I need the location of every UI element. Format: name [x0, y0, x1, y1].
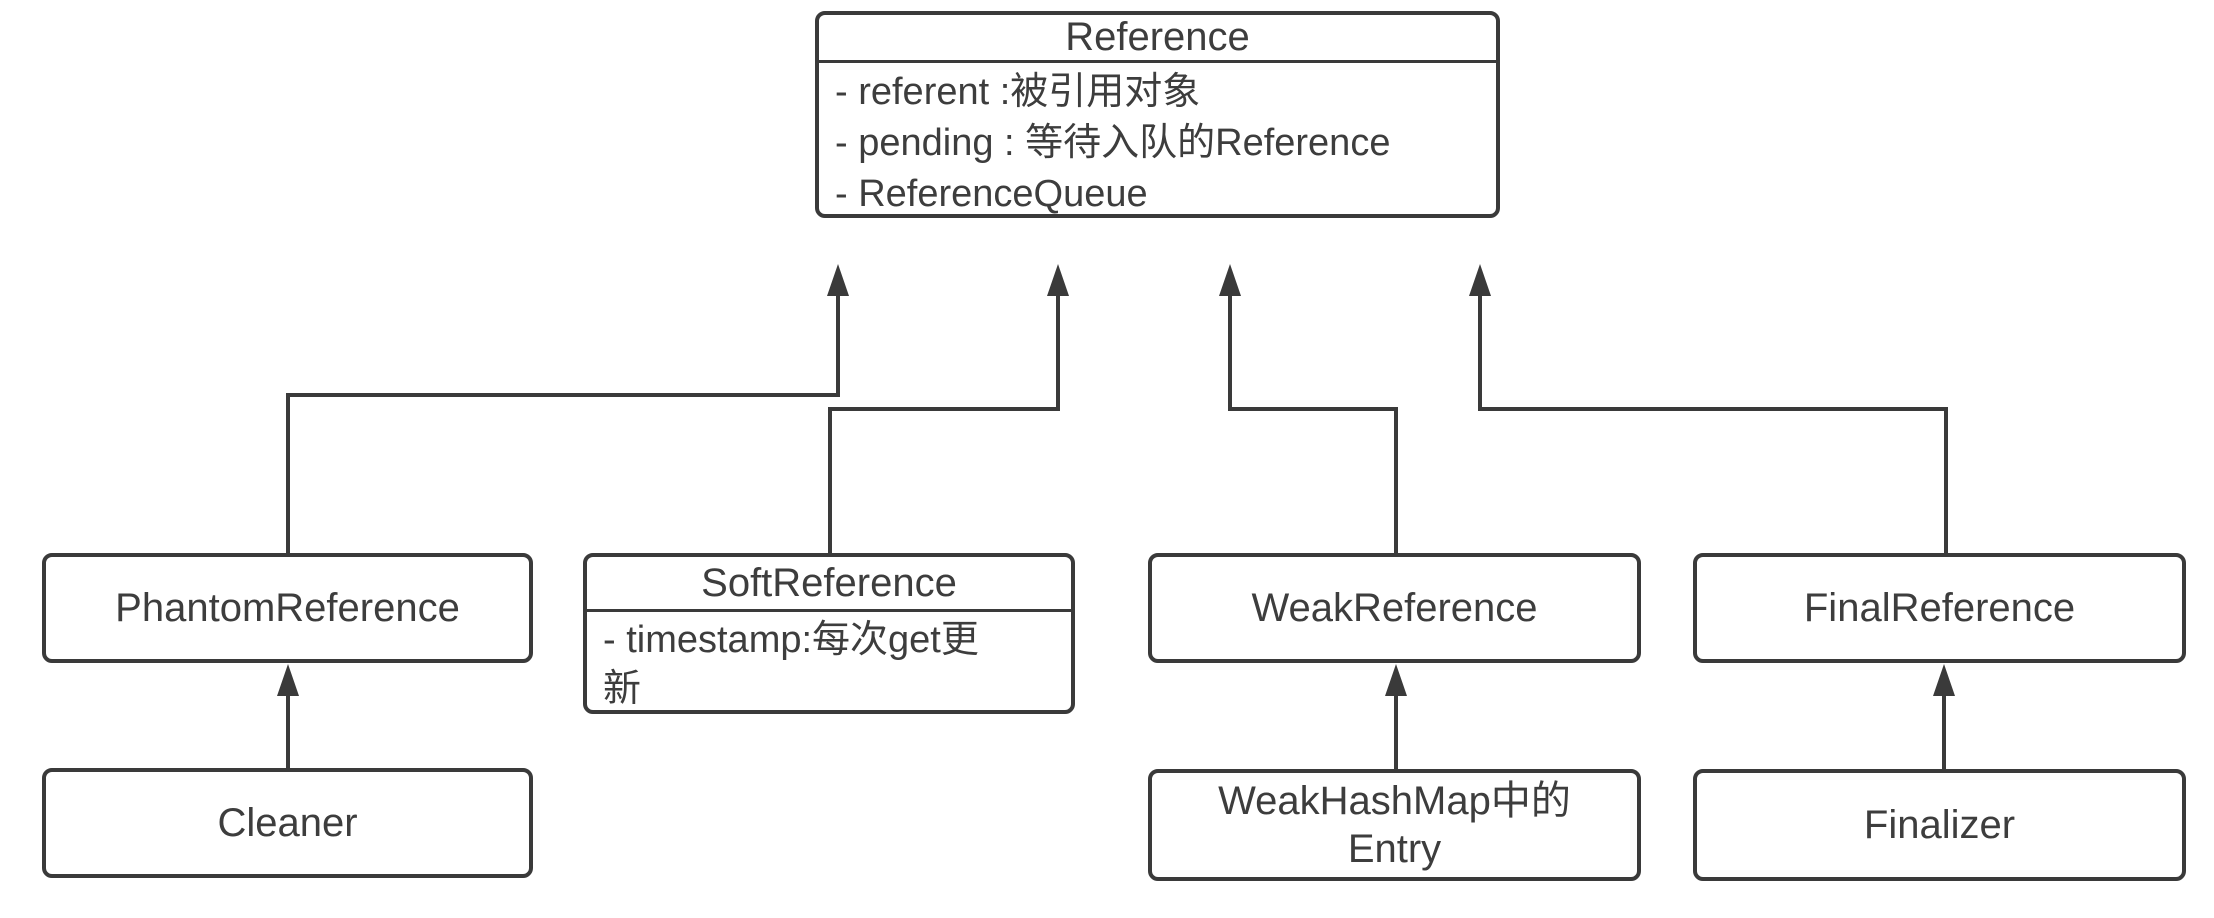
class-title: WeakHashMap中的Entry [1218, 779, 1571, 871]
connector-weak-to-reference [1228, 294, 1398, 556]
class-box-weakhashmap-entry: WeakHashMap中的Entry [1148, 769, 1641, 881]
arrowhead-icon [1469, 264, 1491, 296]
arrowhead-icon [827, 264, 849, 296]
class-title: FinalReference [1803, 586, 2076, 630]
class-attribute: - referent :被引用对象 [835, 71, 1201, 113]
arrowhead-icon [1933, 664, 1955, 696]
connector-soft-to-reference [828, 294, 1060, 556]
class-title: Cleaner [217, 801, 358, 845]
class-attribute: - ReferenceQueue [835, 173, 1148, 215]
class-box-weak-reference: WeakReference [1148, 553, 1641, 663]
arrowhead-icon [277, 664, 299, 696]
class-box-cleaner: Cleaner [42, 768, 533, 878]
class-attributes: - timestamp:每次get更新 [587, 612, 1071, 714]
class-box-phantom-reference: PhantomReference [42, 553, 533, 663]
class-attribute: - timestamp:每次get更新 [603, 619, 979, 710]
connector-phantom-to-reference [286, 294, 840, 556]
arrowhead-icon [1219, 264, 1241, 296]
class-box-reference: Reference - referent :被引用对象 - pending : … [815, 11, 1500, 218]
class-title: PhantomReference [115, 586, 460, 630]
arrowhead-icon [1385, 664, 1407, 696]
class-attributes: - referent :被引用对象 - pending : 等待入队的Refer… [819, 63, 1496, 220]
class-title: SoftReference [587, 557, 1071, 612]
class-title: Reference [819, 15, 1496, 63]
class-box-finalizer: Finalizer [1693, 769, 2186, 881]
class-box-soft-reference: SoftReference - timestamp:每次get更新 [583, 553, 1075, 714]
arrowhead-icon [1047, 264, 1069, 296]
class-attribute: - pending : 等待入队的Reference [835, 122, 1391, 164]
class-box-final-reference: FinalReference [1693, 553, 2186, 663]
connector-final-to-reference [1478, 294, 1948, 556]
class-title: Finalizer [1863, 803, 2016, 847]
class-title: WeakReference [1251, 586, 1538, 630]
